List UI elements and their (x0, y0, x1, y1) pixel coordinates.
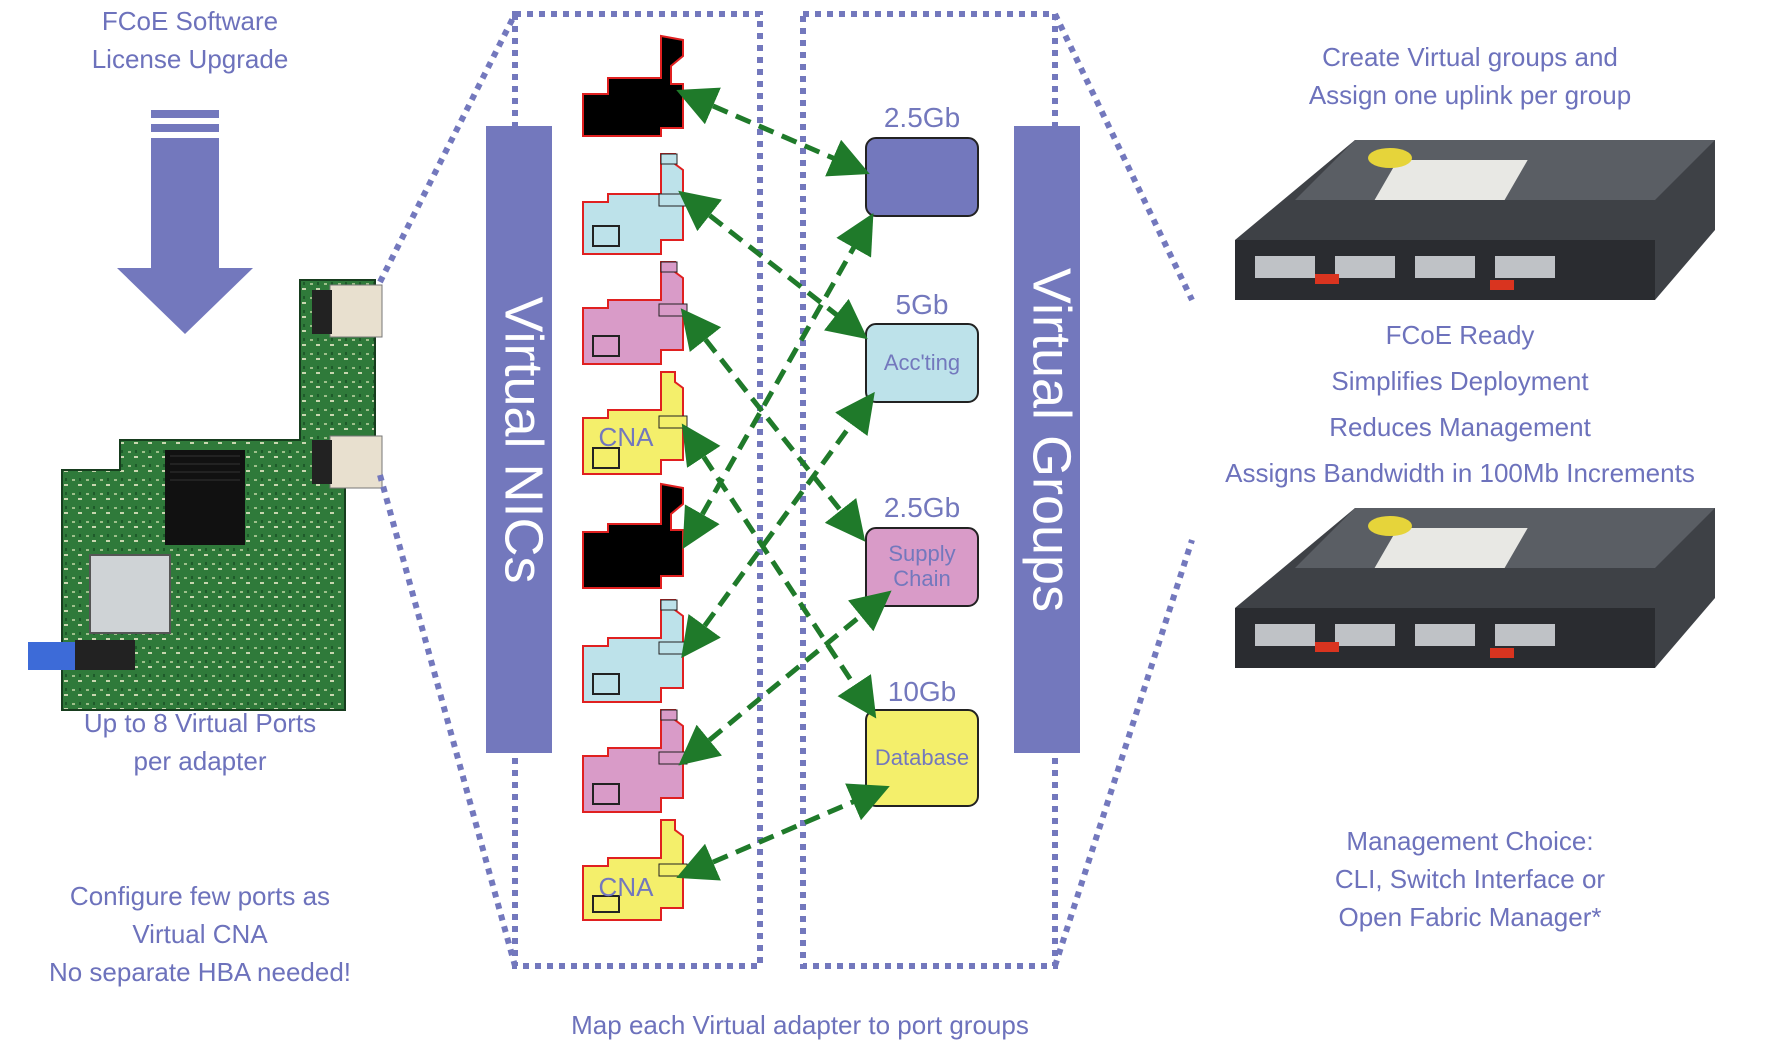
nic-pink-2 (582, 709, 688, 813)
group-supply-label-2: Chain (893, 566, 950, 591)
ports-line-1: Up to 8 Virtual Ports (83, 708, 317, 738)
upgrade-arrow-icon (117, 110, 253, 334)
feature-list: FCoE Ready Simplifies Deployment Reduces… (1160, 312, 1760, 496)
virtual-groups-text: Create Virtual groups and Assign one upl… (1230, 38, 1710, 114)
license-line-2: License Upgrade (91, 44, 289, 74)
cna-tag-2: CNA (599, 872, 655, 902)
arrow-blue1-to-accting (678, 190, 868, 340)
arrow-cna1-to-database (681, 423, 877, 719)
license-upgrade-text: FCoE Software License Upgrade (40, 2, 340, 78)
virtual-nics-bar (486, 126, 552, 753)
groups-line-1: Create Virtual groups and (1322, 42, 1618, 72)
group-3-bandwidth: 2.5Gb (884, 492, 960, 523)
mgmt-line-2: CLI, Switch Interface or (1334, 864, 1606, 894)
ports-line-2: per adapter (133, 746, 267, 776)
arrow-cna2-to-database (676, 783, 890, 881)
feature-fcoe-ready: FCoE Ready (1385, 320, 1535, 350)
cna-line-2: Virtual CNA (132, 919, 268, 949)
feature-bandwidth: Assigns Bandwidth in 100Mb Increments (1225, 458, 1695, 488)
group-box-1 (865, 137, 979, 217)
virtual-cna-text: Configure few ports as Virtual CNA No se… (0, 877, 400, 991)
arrow-black2-to-group1 (682, 212, 874, 550)
cna-tag-1: CNA (599, 422, 655, 452)
group-supply-label-1: Supply (888, 541, 955, 566)
group-database-label: Database (875, 745, 969, 770)
nic-blue-2 (582, 599, 688, 703)
arrow-pink2-to-supply (678, 590, 892, 766)
arrow-pink1-to-supply (680, 308, 866, 542)
mgmt-line-3: Open Fabric Manager* (1338, 902, 1602, 932)
cna-line-1: Configure few ports as (69, 881, 331, 911)
feature-simplifies: Simplifies Deployment (1331, 366, 1589, 396)
nic-blue-1 (582, 153, 688, 255)
group-2-bandwidth: 5Gb (896, 289, 949, 320)
mgmt-line-1: Management Choice: (1346, 826, 1594, 856)
nic-black-2 (582, 482, 684, 589)
nic-pink-1 (582, 261, 688, 365)
group-1-bandwidth: 2.5Gb (884, 102, 960, 133)
adapter-card-image (28, 279, 383, 711)
map-footer-text: Map each Virtual adapter to port groups (571, 1010, 1029, 1040)
virtual-groups-bar (1014, 126, 1080, 753)
switch-image-top (1235, 140, 1715, 300)
nic-black-1 (582, 34, 684, 137)
nic-yellow-cna-2 (582, 819, 688, 921)
cna-line-3: No separate HBA needed! (48, 957, 352, 987)
arrow-blue2-to-accting (681, 391, 875, 659)
arrow-black1-to-group1 (676, 87, 870, 177)
license-line-1: FCoE Software (101, 6, 279, 36)
group-accting-label: Acc'ting (884, 350, 960, 375)
switch-image-bottom (1235, 508, 1715, 668)
virtual-ports-text: Up to 8 Virtual Ports per adapter (30, 704, 370, 780)
nic-yellow-cna-1 (582, 371, 688, 475)
virtual-groups-label: Virtual Groups (1022, 268, 1082, 612)
mapping-arrows (676, 87, 892, 881)
groups-line-2: Assign one uplink per group (1308, 80, 1632, 110)
virtual-nics-label: Virtual NICs (494, 296, 554, 583)
feature-reduces: Reduces Management (1329, 412, 1591, 442)
management-choice-text: Management Choice: CLI, Switch Interface… (1250, 822, 1690, 936)
group-4-bandwidth: 10Gb (888, 676, 957, 707)
